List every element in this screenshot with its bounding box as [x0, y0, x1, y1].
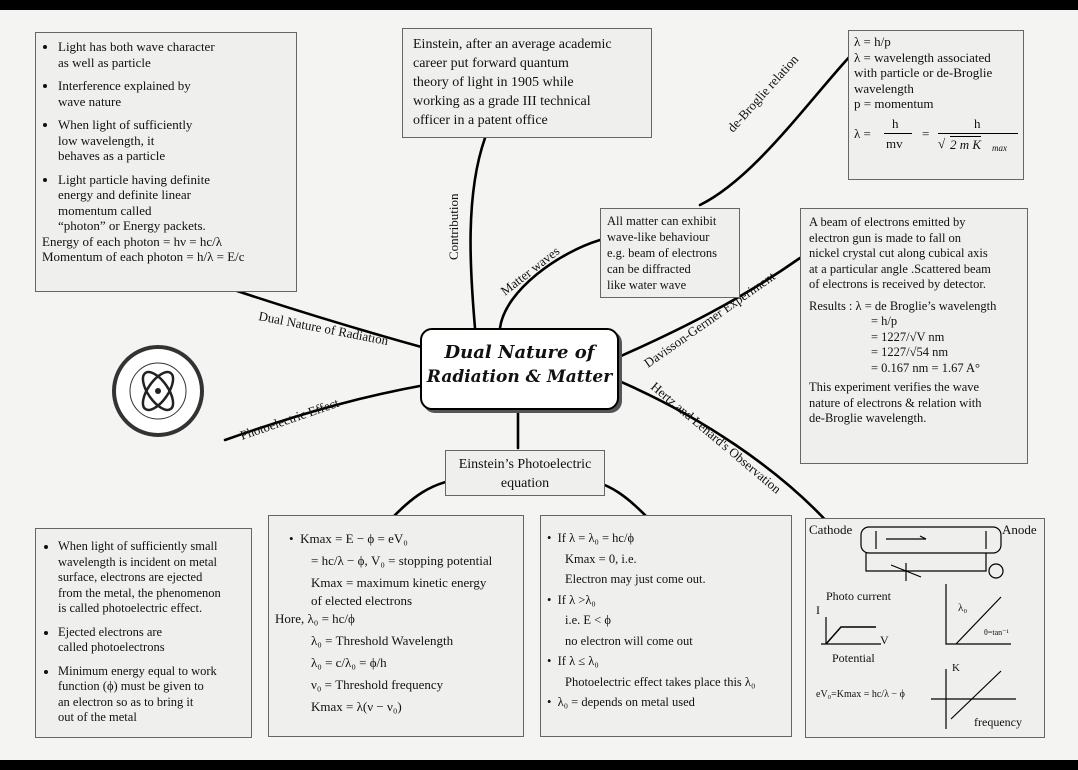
einstein-equation-label: Einstein’s Photoelectric equation	[445, 450, 605, 496]
lambda0-label: λ₀	[958, 602, 968, 614]
hertz-circuit-and-graphs	[821, 526, 1016, 729]
branch-label-dual-nature: Dual Nature of Radiation	[257, 308, 390, 348]
matter-waves-box: All matter can exhibit wave-like behavio…	[600, 208, 740, 298]
kmax-axis-label: K	[952, 662, 960, 674]
branch-label-photoelectric: Photoelectric Effect	[238, 395, 341, 443]
top-border-bar	[0, 0, 1078, 10]
branch-label-contribution: Contribution	[446, 193, 461, 260]
theta-label: θ=tan⁻¹	[984, 628, 1009, 637]
kmax-line-1: • Kmax = E − ϕ = eV₀	[289, 531, 408, 546]
davisson-germer-box: A beam of electrons emitted by electron …	[800, 208, 1028, 464]
de-broglie-box: λ = h/p λ = wavelength associated with p…	[848, 30, 1024, 180]
kmax-equation-box: • Kmax = E − ϕ = eV₀ = hc/λ − ϕ, V₀ = st…	[268, 515, 524, 737]
photo-current-label: Photo current	[826, 589, 891, 603]
photoelectric-effect-box: When light of sufficiently smallwaveleng…	[35, 528, 252, 738]
center-title-line1: Dual Nature of	[444, 342, 595, 363]
potential-label: Potential	[832, 651, 875, 665]
center-title-line2: Radiation & Matter	[426, 367, 613, 387]
ev0-label: eV₀=Kmax = hc/λ − ϕ	[816, 689, 905, 700]
threshold-conditions-box: • If λ = λ₀ = hc/ϕ Kmax = 0, i.e. Electr…	[540, 515, 792, 737]
einstein-contribution-box: Einstein, after an average academic care…	[402, 28, 652, 138]
science-career-coaching-logo	[112, 345, 204, 437]
bottom-border-bar	[0, 760, 1078, 770]
de-broglie-formula: λ = h mv = h √ 2 m K max	[854, 116, 1018, 156]
current-axis-label: I	[816, 603, 820, 617]
branch-label-hertz: Hertz and Lenard's Observation	[648, 379, 785, 497]
branch-label-de-broglie: de-Broglie relation	[724, 51, 801, 135]
center-node: Dual Nature of Radiation & Matter	[420, 328, 619, 410]
anode-label: Anode	[1002, 522, 1037, 537]
cathode-label: Cathode	[809, 522, 853, 537]
hertz-lenard-box: Cathode Anode Photo current I V Potentia…	[805, 518, 1045, 738]
pe-bullet-1: When light of sufficiently smallwaveleng…	[58, 539, 247, 617]
voltage-axis-label: V	[880, 633, 889, 647]
frequency-label: frequency	[974, 715, 1022, 729]
branch-label-matter-waves: Matter waves	[498, 243, 563, 298]
